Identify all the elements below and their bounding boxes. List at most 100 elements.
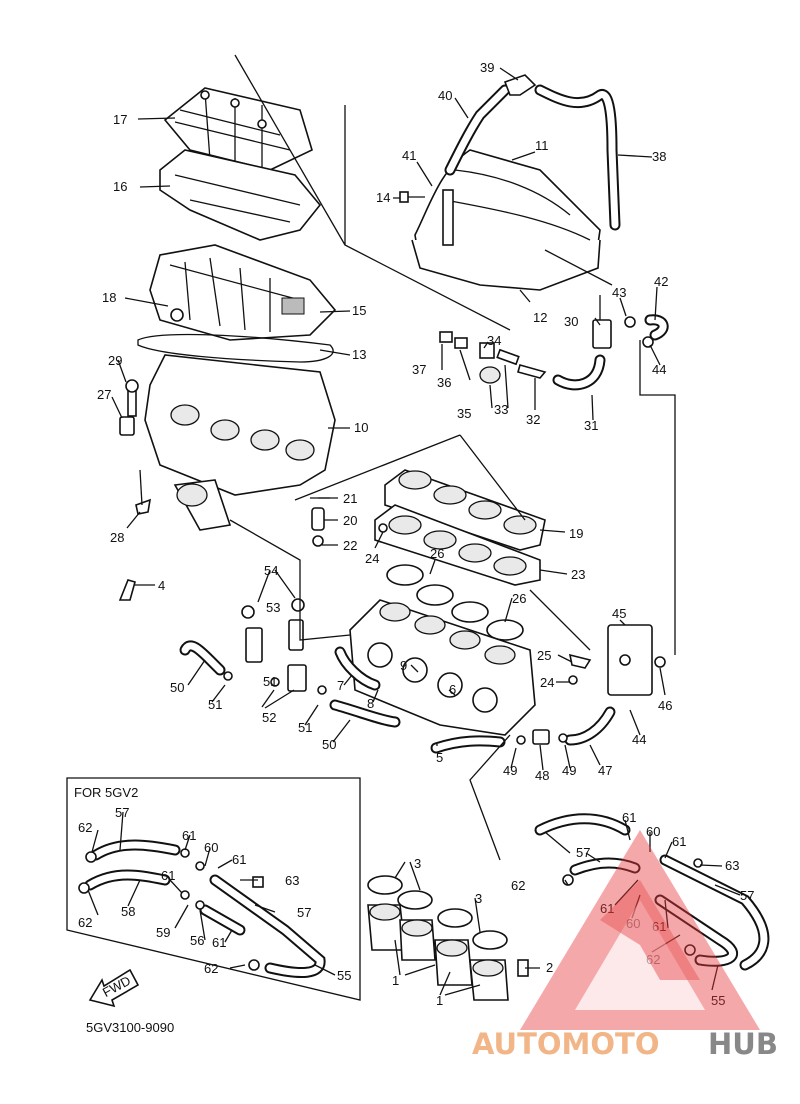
callout-13: 13 xyxy=(352,347,366,362)
watermark-text-hub: HUB xyxy=(708,1027,778,1061)
callout-60a: 60 xyxy=(204,840,218,855)
callout-51b: 51 xyxy=(263,674,277,689)
callout-15: 15 xyxy=(352,303,366,318)
callout-61c: 61 xyxy=(161,868,175,883)
catalog-code: 5GV3100-9090 xyxy=(86,1020,174,1035)
callout-21: 21 xyxy=(343,491,357,506)
callout-31: 31 xyxy=(584,418,598,433)
callout-30: 30 xyxy=(564,314,578,329)
callout-63a: 63 xyxy=(285,873,299,888)
air-filter-cover-assembly xyxy=(119,87,337,531)
callout-17: 17 xyxy=(113,112,127,127)
throttle-body-assembly xyxy=(310,469,578,754)
callout-27: 27 xyxy=(97,387,111,402)
watermark: AUTOMOTO HUB xyxy=(472,830,778,1061)
callout-45: 45 xyxy=(612,606,626,621)
callout-62c: 62 xyxy=(204,961,218,976)
callout-51a: 51 xyxy=(208,697,222,712)
callout-55b: 55 xyxy=(711,993,725,1008)
callout-60b: 60 xyxy=(646,824,660,839)
callout-47: 47 xyxy=(598,763,612,778)
callout-23: 23 xyxy=(571,567,585,582)
callout-37: 37 xyxy=(412,362,426,377)
callout-43: 43 xyxy=(612,285,626,300)
callout-25: 25 xyxy=(537,648,551,663)
intake-funnels xyxy=(367,875,529,1001)
callout-14: 14 xyxy=(376,190,390,205)
callout-58: 58 xyxy=(121,904,135,919)
callout-11: 11 xyxy=(535,138,549,153)
part-callouts: 39 40 38 11 41 14 12 17 16 18 15 13 29 2… xyxy=(78,60,754,1008)
callout-57a: 57 xyxy=(115,805,129,820)
callout-33: 33 xyxy=(494,402,508,417)
callout-63b: 63 xyxy=(725,858,739,873)
callout-61a: 61 xyxy=(182,828,196,843)
hose-valve-assembly xyxy=(439,295,669,391)
callout-42: 42 xyxy=(654,274,668,289)
callout-61b: 61 xyxy=(232,852,246,867)
airbox-top-cover-assembly xyxy=(399,74,621,291)
variant-note: FOR 5GV2 xyxy=(74,785,138,800)
callout-35: 35 xyxy=(457,406,471,421)
callout-61g: 61 xyxy=(600,901,614,916)
callout-57c: 57 xyxy=(576,845,590,860)
callout-26b: 26 xyxy=(512,591,526,606)
callout-24b: 24 xyxy=(540,675,554,690)
callout-57d: 57 xyxy=(740,888,754,903)
callout-1a: 1 xyxy=(392,973,399,988)
callout-5: 5 xyxy=(436,750,443,765)
callout-40: 40 xyxy=(438,88,452,103)
callout-36: 36 xyxy=(437,375,451,390)
callout-3a: 3 xyxy=(414,856,421,871)
callout-48: 48 xyxy=(535,768,549,783)
warning-triangle-logo-icon xyxy=(520,830,760,1030)
ais-assembly xyxy=(516,624,666,746)
callout-49b: 49 xyxy=(562,763,576,778)
callout-10: 10 xyxy=(354,420,368,435)
variant-5gv2-box xyxy=(66,777,361,1001)
callout-34: 34 xyxy=(487,333,501,348)
callout-26a: 26 xyxy=(430,546,444,561)
callout-62a: 62 xyxy=(78,820,92,835)
callout-50a: 50 xyxy=(170,680,184,695)
callout-61e: 61 xyxy=(622,810,636,825)
callout-61d: 61 xyxy=(212,935,226,950)
callout-51c: 51 xyxy=(298,720,312,735)
callout-59: 59 xyxy=(156,925,170,940)
callout-28: 28 xyxy=(110,530,124,545)
callout-50b: 50 xyxy=(322,737,336,752)
fwd-arrow-icon: FWD xyxy=(88,968,140,1008)
callout-46: 46 xyxy=(658,698,672,713)
callout-53: 53 xyxy=(266,600,280,615)
callout-62b: 62 xyxy=(78,915,92,930)
callout-18: 18 xyxy=(102,290,116,305)
callout-32: 32 xyxy=(526,412,540,427)
callout-6: 6 xyxy=(449,682,456,697)
leader-lines xyxy=(87,54,741,996)
callout-61f: 61 xyxy=(672,834,686,849)
callout-57b: 57 xyxy=(297,905,311,920)
callout-49a: 49 xyxy=(503,763,517,778)
callout-55a: 55 xyxy=(337,968,351,983)
callout-22: 22 xyxy=(343,538,357,553)
callout-44b: 44 xyxy=(632,732,646,747)
callout-12: 12 xyxy=(533,310,547,325)
callout-4: 4 xyxy=(158,578,165,593)
callout-62d: 62 xyxy=(511,878,525,893)
right-lower-hoses xyxy=(534,813,770,971)
callout-24a: 24 xyxy=(365,551,379,566)
callout-44a: 44 xyxy=(652,362,666,377)
watermark-text-automoto: AUTOMOTO xyxy=(472,1027,659,1061)
callout-54: 54 xyxy=(264,563,278,578)
callout-8: 8 xyxy=(367,696,374,711)
callout-56: 56 xyxy=(190,933,204,948)
callout-3b: 3 xyxy=(475,891,482,906)
callout-38: 38 xyxy=(652,149,666,164)
callout-41: 41 xyxy=(402,148,416,163)
callout-52: 52 xyxy=(262,710,276,725)
callout-19: 19 xyxy=(569,526,583,541)
callout-29: 29 xyxy=(108,353,122,368)
callout-39: 39 xyxy=(480,60,494,75)
callout-16: 16 xyxy=(113,179,127,194)
